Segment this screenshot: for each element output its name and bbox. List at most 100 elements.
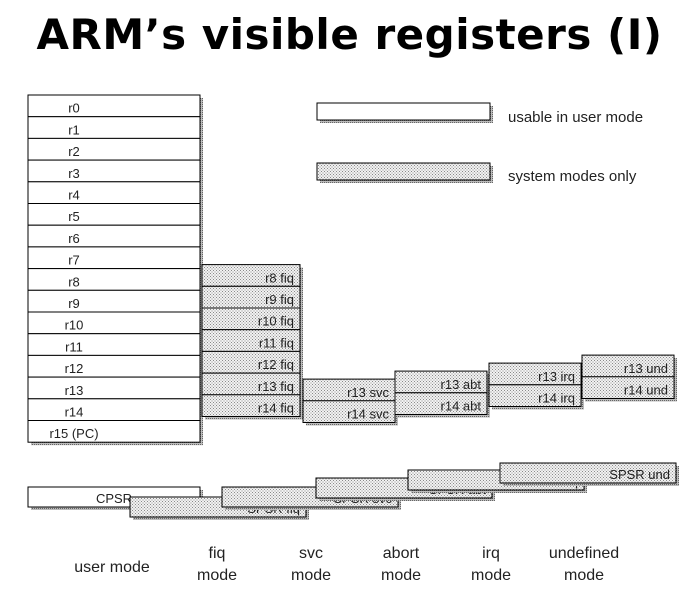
register-r10-fiq-label: r10 fiq bbox=[258, 314, 294, 329]
register-r4: r4 bbox=[27, 181, 203, 207]
register-r13-svc: r13 svc bbox=[302, 378, 398, 404]
register-r14-fiq: r14 fiq bbox=[201, 394, 303, 420]
register-r0-label: r0 bbox=[68, 101, 80, 116]
register-r12-fiq-label: r12 fiq bbox=[258, 357, 294, 372]
register-r11-fiq-label: r11 fiq bbox=[259, 335, 294, 350]
register-r13: r13 bbox=[27, 376, 203, 402]
register-r12-box bbox=[27, 354, 201, 378]
register-r9: r9 bbox=[27, 289, 203, 315]
register-r13-irq: r13 irq bbox=[488, 362, 584, 388]
mode-label-undefined-line1: undefined bbox=[549, 545, 619, 562]
mode-label-irq-line1: irq bbox=[482, 545, 500, 562]
register-r13-abt: r13 abt bbox=[394, 370, 490, 396]
register-r14-und-label: r14 und bbox=[624, 383, 668, 398]
register-r15-pc: r15 (PC) bbox=[27, 420, 203, 446]
mode-label-fiq-line2: mode bbox=[197, 567, 237, 584]
register-r8-box bbox=[27, 268, 201, 291]
register-r11-label: r11 bbox=[65, 339, 83, 354]
mode-label-svc: svc mode bbox=[291, 545, 331, 584]
register-spsr-und-box bbox=[499, 462, 677, 484]
register-r13-und: r13 und bbox=[581, 354, 677, 380]
register-r7-label: r7 bbox=[68, 253, 80, 268]
register-r5: r5 bbox=[27, 203, 203, 229]
register-r2-box bbox=[27, 137, 201, 161]
register-r14-irq-box bbox=[488, 384, 582, 407]
register-r1: r1 bbox=[27, 116, 203, 142]
mode-label-irq-line2: mode bbox=[471, 567, 511, 584]
mode-label-svc-line2: mode bbox=[291, 567, 331, 584]
register-r13-svc-label: r13 svc bbox=[347, 385, 389, 400]
register-r0-box bbox=[27, 94, 201, 118]
register-r13-abt-label: r13 abt bbox=[441, 377, 482, 392]
register-r8: r8 bbox=[27, 268, 203, 294]
register-r6-box bbox=[27, 224, 201, 248]
legend-system-box bbox=[316, 162, 491, 181]
register-r14-fiq-label: r14 fiq bbox=[258, 401, 294, 416]
register-r12: r12 bbox=[27, 354, 203, 381]
register-r6-label: r6 bbox=[68, 231, 80, 246]
mode-label-abort-line2: mode bbox=[381, 567, 421, 584]
register-r10-box bbox=[27, 311, 201, 335]
register-r13-box bbox=[27, 376, 201, 400]
register-r9-box bbox=[27, 289, 201, 313]
register-spsr-und-label: SPSR und bbox=[609, 467, 670, 482]
register-r11: r11 bbox=[27, 333, 203, 359]
register-r14-irq: r14 irq bbox=[488, 384, 584, 410]
register-r12-label: r12 bbox=[65, 361, 84, 376]
legend-system-label: system modes only bbox=[508, 168, 637, 185]
register-r14: r14 bbox=[27, 398, 203, 424]
register-spsr-und: SPSR und bbox=[499, 462, 679, 486]
register-r14-label: r14 bbox=[65, 405, 84, 420]
register-r10-fiq: r10 fiq bbox=[201, 307, 303, 333]
register-r11-box bbox=[27, 333, 201, 356]
register-r8-fiq: r8 fiq bbox=[201, 264, 303, 290]
register-r14-svc-label: r14 svc bbox=[347, 407, 389, 422]
register-r5-label: r5 bbox=[68, 209, 80, 224]
register-r12-fiq: r12 fiq bbox=[201, 350, 303, 377]
register-r14-svc: r14 svc bbox=[302, 400, 398, 426]
register-r14-fiq-box bbox=[201, 394, 301, 417]
register-r7: r7 bbox=[27, 246, 203, 272]
register-r14-abt-box bbox=[394, 392, 488, 415]
register-r15-pc-box bbox=[27, 420, 201, 443]
mode-label-svc-line1: svc bbox=[299, 545, 323, 562]
register-r9-label: r9 bbox=[68, 296, 80, 311]
register-r4-box bbox=[27, 181, 201, 205]
register-r6: r6 bbox=[27, 224, 203, 250]
mode-label-user-mode-line1: user mode bbox=[74, 559, 150, 576]
register-r14-box bbox=[27, 398, 201, 421]
mode-label-irq: irq mode bbox=[471, 545, 511, 584]
register-r14-abt: r14 abt bbox=[394, 392, 490, 418]
mode-labels: user modefiqmodesvcmodeabortmodeirqmodeu… bbox=[74, 545, 619, 584]
register-r15-pc-label: r15 (PC) bbox=[49, 426, 98, 441]
legend-user-label: usable in user mode bbox=[508, 109, 643, 126]
register-r3: r3 bbox=[27, 159, 203, 185]
register-r14-und: r14 und bbox=[581, 376, 677, 402]
legend-user-box bbox=[316, 102, 491, 121]
register-r13-label: r13 bbox=[65, 383, 84, 398]
register-r3-box bbox=[27, 159, 201, 183]
register-r14-und-box bbox=[581, 376, 675, 399]
register-r8-fiq-label: r8 fiq bbox=[265, 270, 294, 285]
register-cpsr-label: CPSR bbox=[96, 491, 132, 506]
register-r1-label: r1 bbox=[68, 122, 80, 137]
mode-label-user-mode: user mode bbox=[74, 559, 150, 576]
register-r10: r10 bbox=[27, 311, 203, 337]
register-r9-fiq: r9 fiq bbox=[201, 285, 303, 311]
register-r13-fiq: r13 fiq bbox=[201, 372, 303, 398]
register-r14-irq-label: r14 irq bbox=[538, 391, 575, 406]
register-r11-fiq: r11 fiq bbox=[201, 329, 303, 355]
register-r2: r2 bbox=[27, 137, 203, 164]
register-r9-fiq-label: r9 fiq bbox=[265, 292, 294, 307]
register-r10-label: r10 bbox=[65, 318, 84, 333]
register-r4-label: r4 bbox=[68, 188, 80, 203]
register-r5-box bbox=[27, 203, 201, 226]
register-r2-label: r2 bbox=[68, 144, 80, 159]
register-r8-label: r8 bbox=[68, 274, 80, 289]
